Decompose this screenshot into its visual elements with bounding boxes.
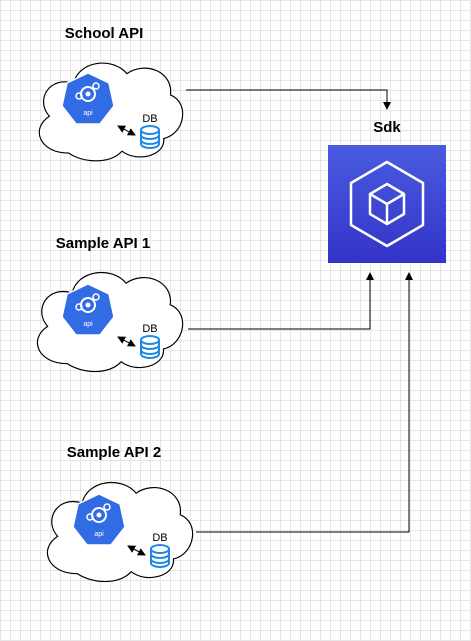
kubernetes-api-icon: api — [61, 72, 115, 125]
sample-api-2-title: Sample API 2 — [67, 444, 161, 461]
api-label: api — [83, 110, 93, 117]
db-label: DB — [152, 532, 167, 544]
sample-api-1-to-sdk-connector — [188, 272, 374, 330]
service-sample-api-2: Sample API 2 api DB — [46, 444, 194, 583]
database-icon — [140, 335, 160, 359]
kubernetes-api-icon: api — [72, 493, 126, 546]
cube-in-hexagon-icon — [349, 160, 425, 248]
db-label: DB — [142, 113, 157, 125]
db-label: DB — [142, 323, 157, 335]
api-db-connector — [117, 336, 136, 347]
database-icon — [140, 125, 160, 149]
api-db-connector — [117, 125, 136, 136]
service-school-api: School API api DB — [38, 25, 184, 162]
kubernetes-api-icon: api — [61, 283, 115, 336]
sdk-title: Sdk — [373, 119, 401, 136]
sdk-node: Sdk — [328, 119, 446, 263]
api-db-connector — [127, 545, 146, 556]
api-label: api — [83, 321, 93, 328]
service-sample-api-1: Sample API 1 api DB — [36, 235, 184, 373]
cloud-shape — [38, 62, 184, 162]
sample-api-2-to-sdk-connector — [196, 272, 413, 533]
school-api-to-sdk-connector — [186, 89, 391, 110]
sample-api-1-title: Sample API 1 — [56, 235, 150, 252]
database-icon — [150, 544, 170, 568]
api-label: api — [94, 531, 104, 538]
school-api-title: School API — [65, 25, 144, 42]
